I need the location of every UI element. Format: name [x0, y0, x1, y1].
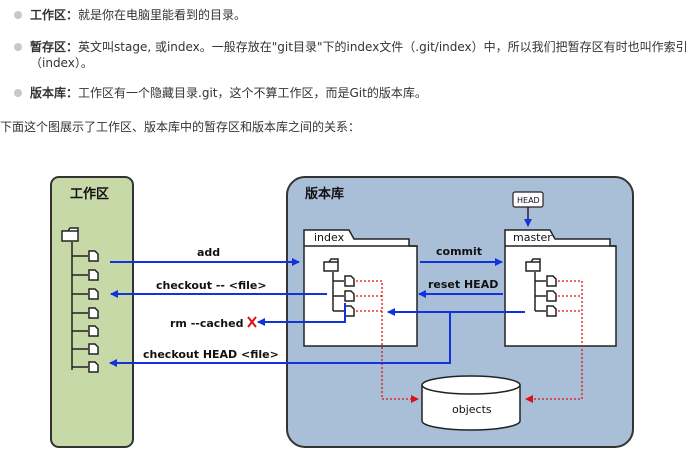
reset-head-label: reset HEAD [428, 278, 498, 291]
workspace-tree [61, 227, 99, 373]
bullet-dot [14, 89, 22, 97]
folder-icon [61, 227, 79, 242]
term-stage: 暂存区： [30, 40, 79, 54]
workspace-title: 工作区 [70, 186, 109, 202]
desc-workspace: 就是你在电脑里能看到的目录。 [78, 8, 247, 22]
term-repo: 版本库： [30, 86, 79, 100]
index-label: index [314, 231, 345, 244]
master-label: master [513, 231, 552, 244]
command-arrows [109, 258, 525, 367]
rm-cached-x-icon [247, 316, 257, 328]
checkout-file-label: checkout -- <file> [156, 279, 267, 292]
rm-cached-arrow [257, 303, 346, 326]
bullet-dot [14, 43, 22, 51]
desc-repo: 工作区有一个隐藏目录.git，这个不算工作区，而是Git的版本库。 [78, 86, 427, 100]
index-tree [323, 258, 355, 317]
repository-title: 版本库 [305, 186, 344, 202]
head-label: HEAD [517, 196, 540, 205]
master-folder [504, 229, 617, 347]
add-label: add [197, 246, 220, 259]
desc-stage-continued: （index）。 [30, 56, 93, 70]
objects-store [421, 375, 521, 431]
bullet-dot [14, 11, 22, 19]
master-tree [525, 258, 557, 317]
rm-cached-label: rm --cached [170, 317, 243, 330]
objects-label: objects [452, 403, 492, 416]
object-links [356, 280, 583, 403]
checkout-head-arrow [109, 312, 451, 367]
commit-label: commit [436, 245, 482, 258]
checkout-head-label: checkout HEAD <file> [143, 348, 279, 361]
intro-text: 下面这个图展示了工作区、版本库中的暂存区和版本库之间的关系： [0, 120, 361, 134]
term-workspace: 工作区： [30, 8, 79, 22]
desc-stage: 英文叫stage, 或index。一般存放在"git目录"下的index文件（.… [78, 40, 688, 54]
index-folder [303, 229, 418, 347]
